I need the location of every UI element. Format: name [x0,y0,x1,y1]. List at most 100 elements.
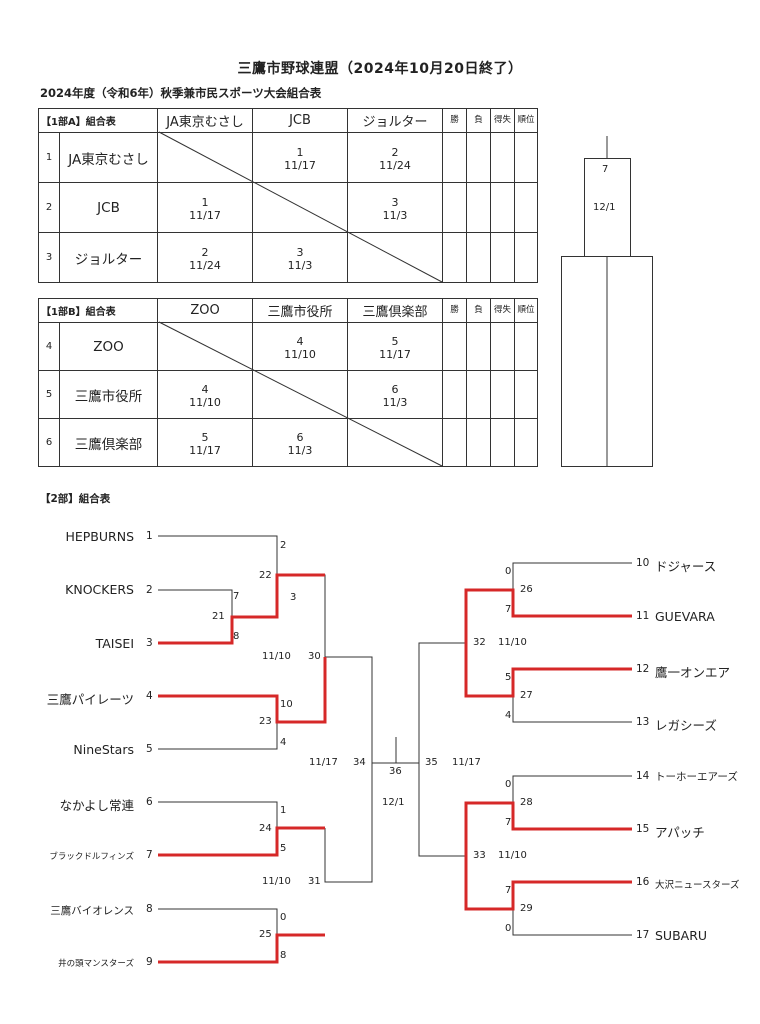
final-game-number: 7 [602,164,609,175]
game-number: 24 [259,823,272,834]
game-number: 22 [259,570,272,581]
match-date: 11/3 [287,443,313,457]
run-diff-cell [490,370,515,419]
rank-header: 順位 [514,298,538,323]
rank-cell [514,322,538,371]
bracket-seed: 16 [636,876,650,888]
bracket-seed: 2 [146,584,153,596]
team-number: 2 [38,182,60,233]
bracket-score: 0 [505,566,512,577]
bracket-score: 5 [505,672,512,683]
losses-cell [466,418,491,467]
match-date: 11/10 [189,395,221,409]
bracket-team-left: 三鷹バイオレンス [50,905,134,917]
team-number: 3 [38,232,60,283]
bracket-team-left: KNOCKERS [65,582,134,597]
losses-cell [466,322,491,371]
match-number: 3 [391,195,399,209]
match-number: 4 [201,382,209,396]
match-number: 1 [296,145,304,159]
group-b-row-team: 三鷹倶楽部 [59,418,158,467]
game-number: 30 [308,651,321,662]
bracket-seed: 5 [146,743,153,755]
match-number: 1 [201,195,209,209]
bracket-score: 3 [290,592,297,603]
group-a-row-team: JCB [58,182,159,233]
run-diff-cell [490,132,516,183]
bracket-score: 0 [505,779,512,790]
match-date: 11/17 [189,443,221,457]
rank-cell [514,370,538,419]
bracket-seed: 9 [146,956,153,968]
team-number: 6 [38,418,60,467]
losses-header: 負 [466,298,491,323]
bracket-score: 1 [280,805,287,816]
game-date: 11/17 [452,757,481,768]
losses-cell [466,132,492,183]
bracket-team-right: アパッチ [655,825,705,840]
group-a-row-team: ジョルター [58,232,159,283]
self-cell [347,232,444,283]
bracket-team-right: 鷹一オンエア [655,665,731,680]
bracket-score: 4 [505,710,512,721]
match-date: 11/3 [287,258,313,272]
group-b-table: 【1部B】組合表 ZOO 三鷹市役所 三鷹倶楽部 勝 負 得失 順位 4 ZOO… [38,298,538,467]
wins-cell [442,182,468,233]
game-number: 28 [520,797,533,808]
bracket-seed: 8 [146,903,153,915]
game-date: 11/10 [262,651,291,662]
wins-cell [442,418,467,467]
game-number: 27 [520,690,533,701]
bracket-team-left: なかよし常連 [59,798,134,813]
bracket-team-right: ドジャース [655,559,717,574]
bracket-score: 2 [280,540,287,551]
group-a-col-team: ジョルター [347,108,444,133]
match-number: 5 [391,334,399,348]
losses-cell [466,182,492,233]
bracket-seed: 6 [146,796,153,808]
wins-cell [442,132,468,183]
final-game-date: 12/1 [382,797,405,808]
wins-header: 勝 [442,108,468,133]
bracket-team-right: 大沢ニュースターズ [655,880,740,891]
group-b-col-team: ZOO [157,298,253,323]
bracket-score: 5 [280,843,287,854]
bracket-team-left: ブラックドルフィンズ [49,852,134,862]
bracket-team-left: HEPBURNS [65,529,134,544]
bracket-seed: 13 [636,716,650,728]
wins-cell [442,322,467,371]
page-subtitle: 2024年度（令和6年）秋季兼市民スポーツ大会組合表 [40,86,322,100]
bracket-seed: 12 [636,663,650,675]
game-date: 11/17 [309,757,338,768]
game-number: 11/10 [262,876,291,887]
self-cell [347,418,443,467]
group-a-label: 【1部A】組合表 [37,108,159,133]
group-b-row-team: ZOO [59,322,158,371]
bracket-seed: 4 [146,690,153,702]
self-cell [157,132,254,183]
match-date: 11/3 [382,395,408,409]
page-title: 三鷹市野球連盟（2024年10月20日終了） [237,61,523,77]
match-number: 6 [391,382,399,396]
group-b-col-team: 三鷹市役所 [252,298,348,323]
match-date: 11/3 [382,208,408,222]
bracket-team-left: TAISEI [95,636,134,651]
game-date: 11/10 [498,850,527,861]
match-date: 11/17 [284,158,316,172]
bracket-score: 0 [505,923,512,934]
bracket-seed: 11 [636,610,650,622]
bracket-team-right: GUEVARA [655,609,715,624]
match-number: 4 [296,334,304,348]
match-date: 11/10 [284,347,316,361]
